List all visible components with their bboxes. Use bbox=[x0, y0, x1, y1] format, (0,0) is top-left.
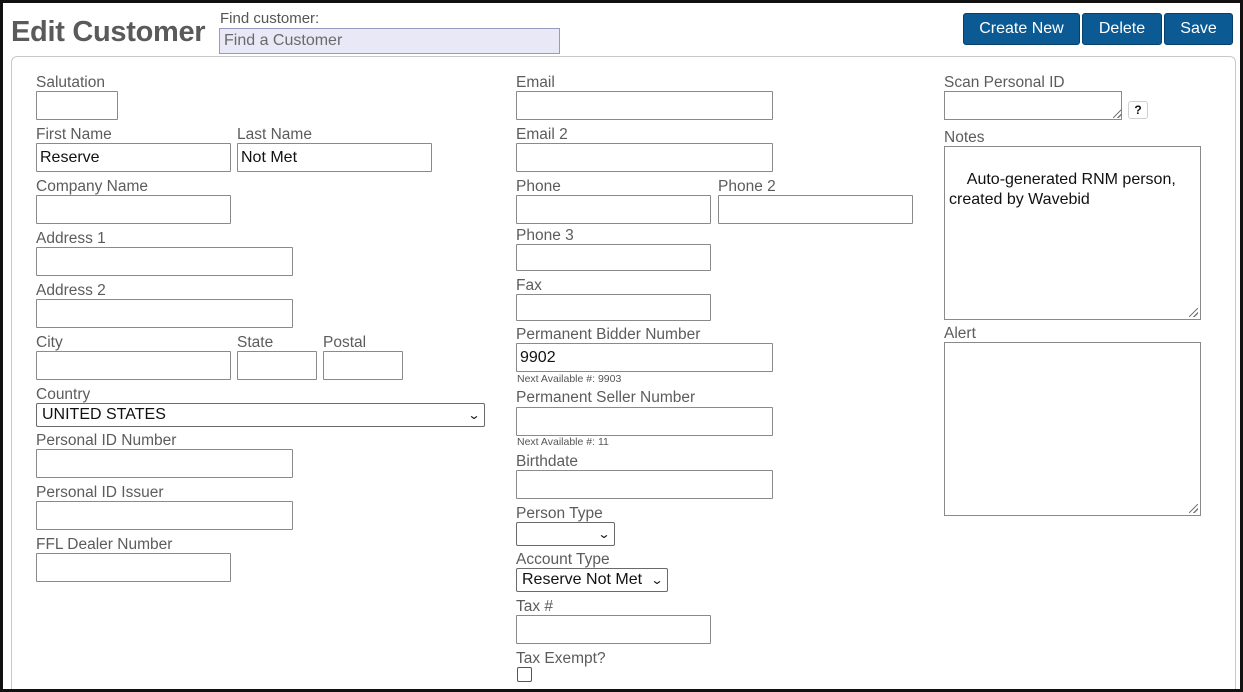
resize-grip-icon[interactable] bbox=[1189, 504, 1198, 513]
seller-next-available-hint: Next Available #: 11 bbox=[517, 436, 609, 448]
fax-label: Fax bbox=[516, 277, 542, 294]
city-label: City bbox=[36, 334, 63, 351]
scan-personal-id-textarea[interactable] bbox=[944, 91, 1122, 120]
personal-id-number-input[interactable] bbox=[36, 449, 293, 478]
permanent-seller-number-input[interactable] bbox=[516, 407, 773, 436]
person-type-select[interactable]: ⌄ bbox=[516, 522, 615, 546]
country-label: Country bbox=[36, 386, 91, 403]
permanent-bidder-number-input[interactable] bbox=[516, 343, 773, 372]
ffl-dealer-number-input[interactable] bbox=[36, 553, 231, 582]
fax-input[interactable] bbox=[516, 294, 711, 321]
find-customer-label: Find customer: bbox=[220, 10, 320, 27]
salutation-label: Salutation bbox=[36, 74, 105, 91]
chevron-down-icon: ⌄ bbox=[650, 573, 664, 587]
notes-textarea[interactable]: Auto-generated RNM person, created by Wa… bbox=[944, 146, 1201, 320]
phone3-input[interactable] bbox=[516, 244, 711, 271]
company-name-label: Company Name bbox=[36, 178, 148, 195]
tax-exempt-label: Tax Exempt? bbox=[516, 650, 606, 667]
country-select[interactable]: UNITED STATES ⌄ bbox=[36, 403, 485, 427]
scan-id-help-button[interactable]: ? bbox=[1128, 101, 1148, 119]
first-name-input[interactable] bbox=[36, 143, 231, 172]
personal-id-issuer-input[interactable] bbox=[36, 501, 293, 530]
alert-textarea[interactable] bbox=[944, 342, 1201, 516]
scan-personal-id-label: Scan Personal ID bbox=[944, 74, 1065, 91]
resize-grip-icon[interactable] bbox=[1113, 109, 1122, 118]
last-name-label: Last Name bbox=[237, 126, 312, 143]
chevron-down-icon: ⌄ bbox=[467, 408, 481, 422]
country-select-value: UNITED STATES bbox=[42, 406, 166, 423]
phone2-label: Phone 2 bbox=[718, 178, 776, 195]
address2-input[interactable] bbox=[36, 299, 293, 328]
tax-number-input[interactable] bbox=[516, 615, 711, 644]
save-button[interactable]: Save bbox=[1164, 13, 1233, 45]
address1-input[interactable] bbox=[36, 247, 293, 276]
account-type-select[interactable]: Reserve Not Met ⌄ bbox=[516, 568, 668, 592]
chevron-down-icon: ⌄ bbox=[597, 527, 611, 541]
personal-id-number-label: Personal ID Number bbox=[36, 432, 177, 449]
company-name-input[interactable] bbox=[36, 195, 231, 224]
notes-label: Notes bbox=[944, 129, 985, 146]
person-type-label: Person Type bbox=[516, 505, 603, 522]
page-title: Edit Customer bbox=[11, 16, 206, 48]
alert-label: Alert bbox=[944, 325, 976, 342]
permanent-seller-number-label: Permanent Seller Number bbox=[516, 389, 696, 406]
phone-input[interactable] bbox=[516, 195, 711, 224]
last-name-input[interactable] bbox=[237, 143, 432, 172]
resize-grip-icon[interactable] bbox=[1189, 308, 1198, 317]
phone2-input[interactable] bbox=[718, 195, 913, 224]
create-new-button[interactable]: Create New bbox=[963, 13, 1080, 45]
phone3-label: Phone 3 bbox=[516, 227, 574, 244]
postal-input[interactable] bbox=[323, 351, 403, 380]
notes-text: Auto-generated RNM person, created by Wa… bbox=[949, 171, 1176, 208]
tax-number-label: Tax # bbox=[516, 598, 554, 615]
find-customer-input[interactable] bbox=[219, 28, 560, 54]
phone-label: Phone bbox=[516, 178, 561, 195]
personal-id-issuer-label: Personal ID Issuer bbox=[36, 484, 164, 501]
email-input[interactable] bbox=[516, 91, 773, 120]
birthdate-input[interactable] bbox=[516, 470, 773, 499]
postal-label: Postal bbox=[323, 334, 367, 351]
tax-exempt-checkbox[interactable] bbox=[517, 667, 532, 682]
state-input[interactable] bbox=[237, 351, 317, 380]
state-label: State bbox=[237, 334, 274, 351]
email2-input[interactable] bbox=[516, 143, 773, 172]
email-label: Email bbox=[516, 74, 555, 91]
address2-label: Address 2 bbox=[36, 282, 106, 299]
account-type-select-value: Reserve Not Met bbox=[522, 571, 643, 588]
address1-label: Address 1 bbox=[36, 230, 106, 247]
email2-label: Email 2 bbox=[516, 126, 568, 143]
birthdate-label: Birthdate bbox=[516, 453, 579, 470]
account-type-label: Account Type bbox=[516, 551, 610, 568]
bidder-next-available-hint: Next Available #: 9903 bbox=[517, 373, 622, 385]
salutation-input[interactable] bbox=[36, 91, 118, 120]
delete-button[interactable]: Delete bbox=[1082, 13, 1162, 45]
permanent-bidder-number-label: Permanent Bidder Number bbox=[516, 326, 701, 343]
city-input[interactable] bbox=[36, 351, 231, 380]
first-name-label: First Name bbox=[36, 126, 112, 143]
ffl-dealer-number-label: FFL Dealer Number bbox=[36, 536, 173, 553]
